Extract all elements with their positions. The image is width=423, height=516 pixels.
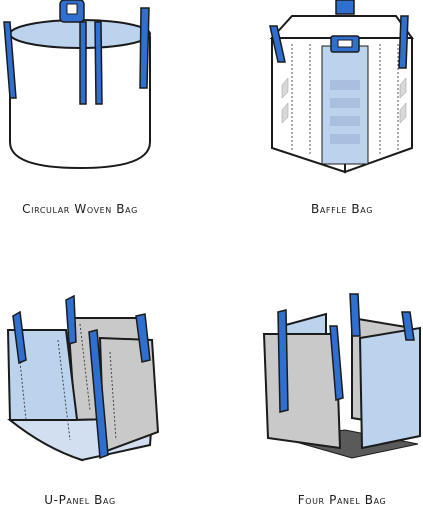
baffle-bag-side-marks <box>281 77 407 124</box>
baffle-bag-illustration <box>269 0 414 174</box>
baffle-bag-loop-right <box>398 15 409 69</box>
baffle-bag-baffle-openings <box>330 80 360 144</box>
four-panel-bag-loop-3 <box>349 293 361 337</box>
four-panel-bag-loop-1 <box>277 309 289 413</box>
four-panel-bag-panel-front-left <box>262 333 342 450</box>
circular-bag-loop-center-2 <box>94 21 103 105</box>
caption-baffle-bag: Baffle Bag <box>311 202 373 216</box>
caption-four-panel-bag: Four Panel Bag <box>297 493 387 507</box>
circular-woven-bag-illustration <box>3 0 151 170</box>
u-panel-bag-loop-4 <box>135 313 151 363</box>
four-panel-bag-panel-front-right <box>358 326 421 450</box>
baffle-bag-loop-left <box>269 25 286 63</box>
circular-bag-loop-right <box>139 7 150 89</box>
u-panel-bag-loop-3 <box>88 329 109 460</box>
four-panel-bag-loop-2 <box>329 325 344 401</box>
baffle-bag-seams <box>291 44 399 156</box>
baffle-bag-back-loop <box>335 0 355 15</box>
circular-bag-spout-slot <box>66 3 78 15</box>
four-panel-bag-loop-4 <box>401 311 415 341</box>
circular-bag-loop-center <box>79 21 87 105</box>
four-panel-bag-illustration <box>262 293 421 459</box>
baffle-bag-spout-slot <box>337 39 353 48</box>
u-panel-bag-loop-1 <box>12 310 27 365</box>
caption-circular-woven-bag: Circular Woven Bag <box>22 202 138 216</box>
u-panel-bag-loop-2 <box>65 294 77 345</box>
baffle-bag-top <box>269 15 414 39</box>
circular-bag-loop-left <box>3 21 17 99</box>
u-panel-bag-illustration <box>6 294 160 462</box>
caption-u-panel-bag: U-Panel Bag <box>44 493 116 507</box>
